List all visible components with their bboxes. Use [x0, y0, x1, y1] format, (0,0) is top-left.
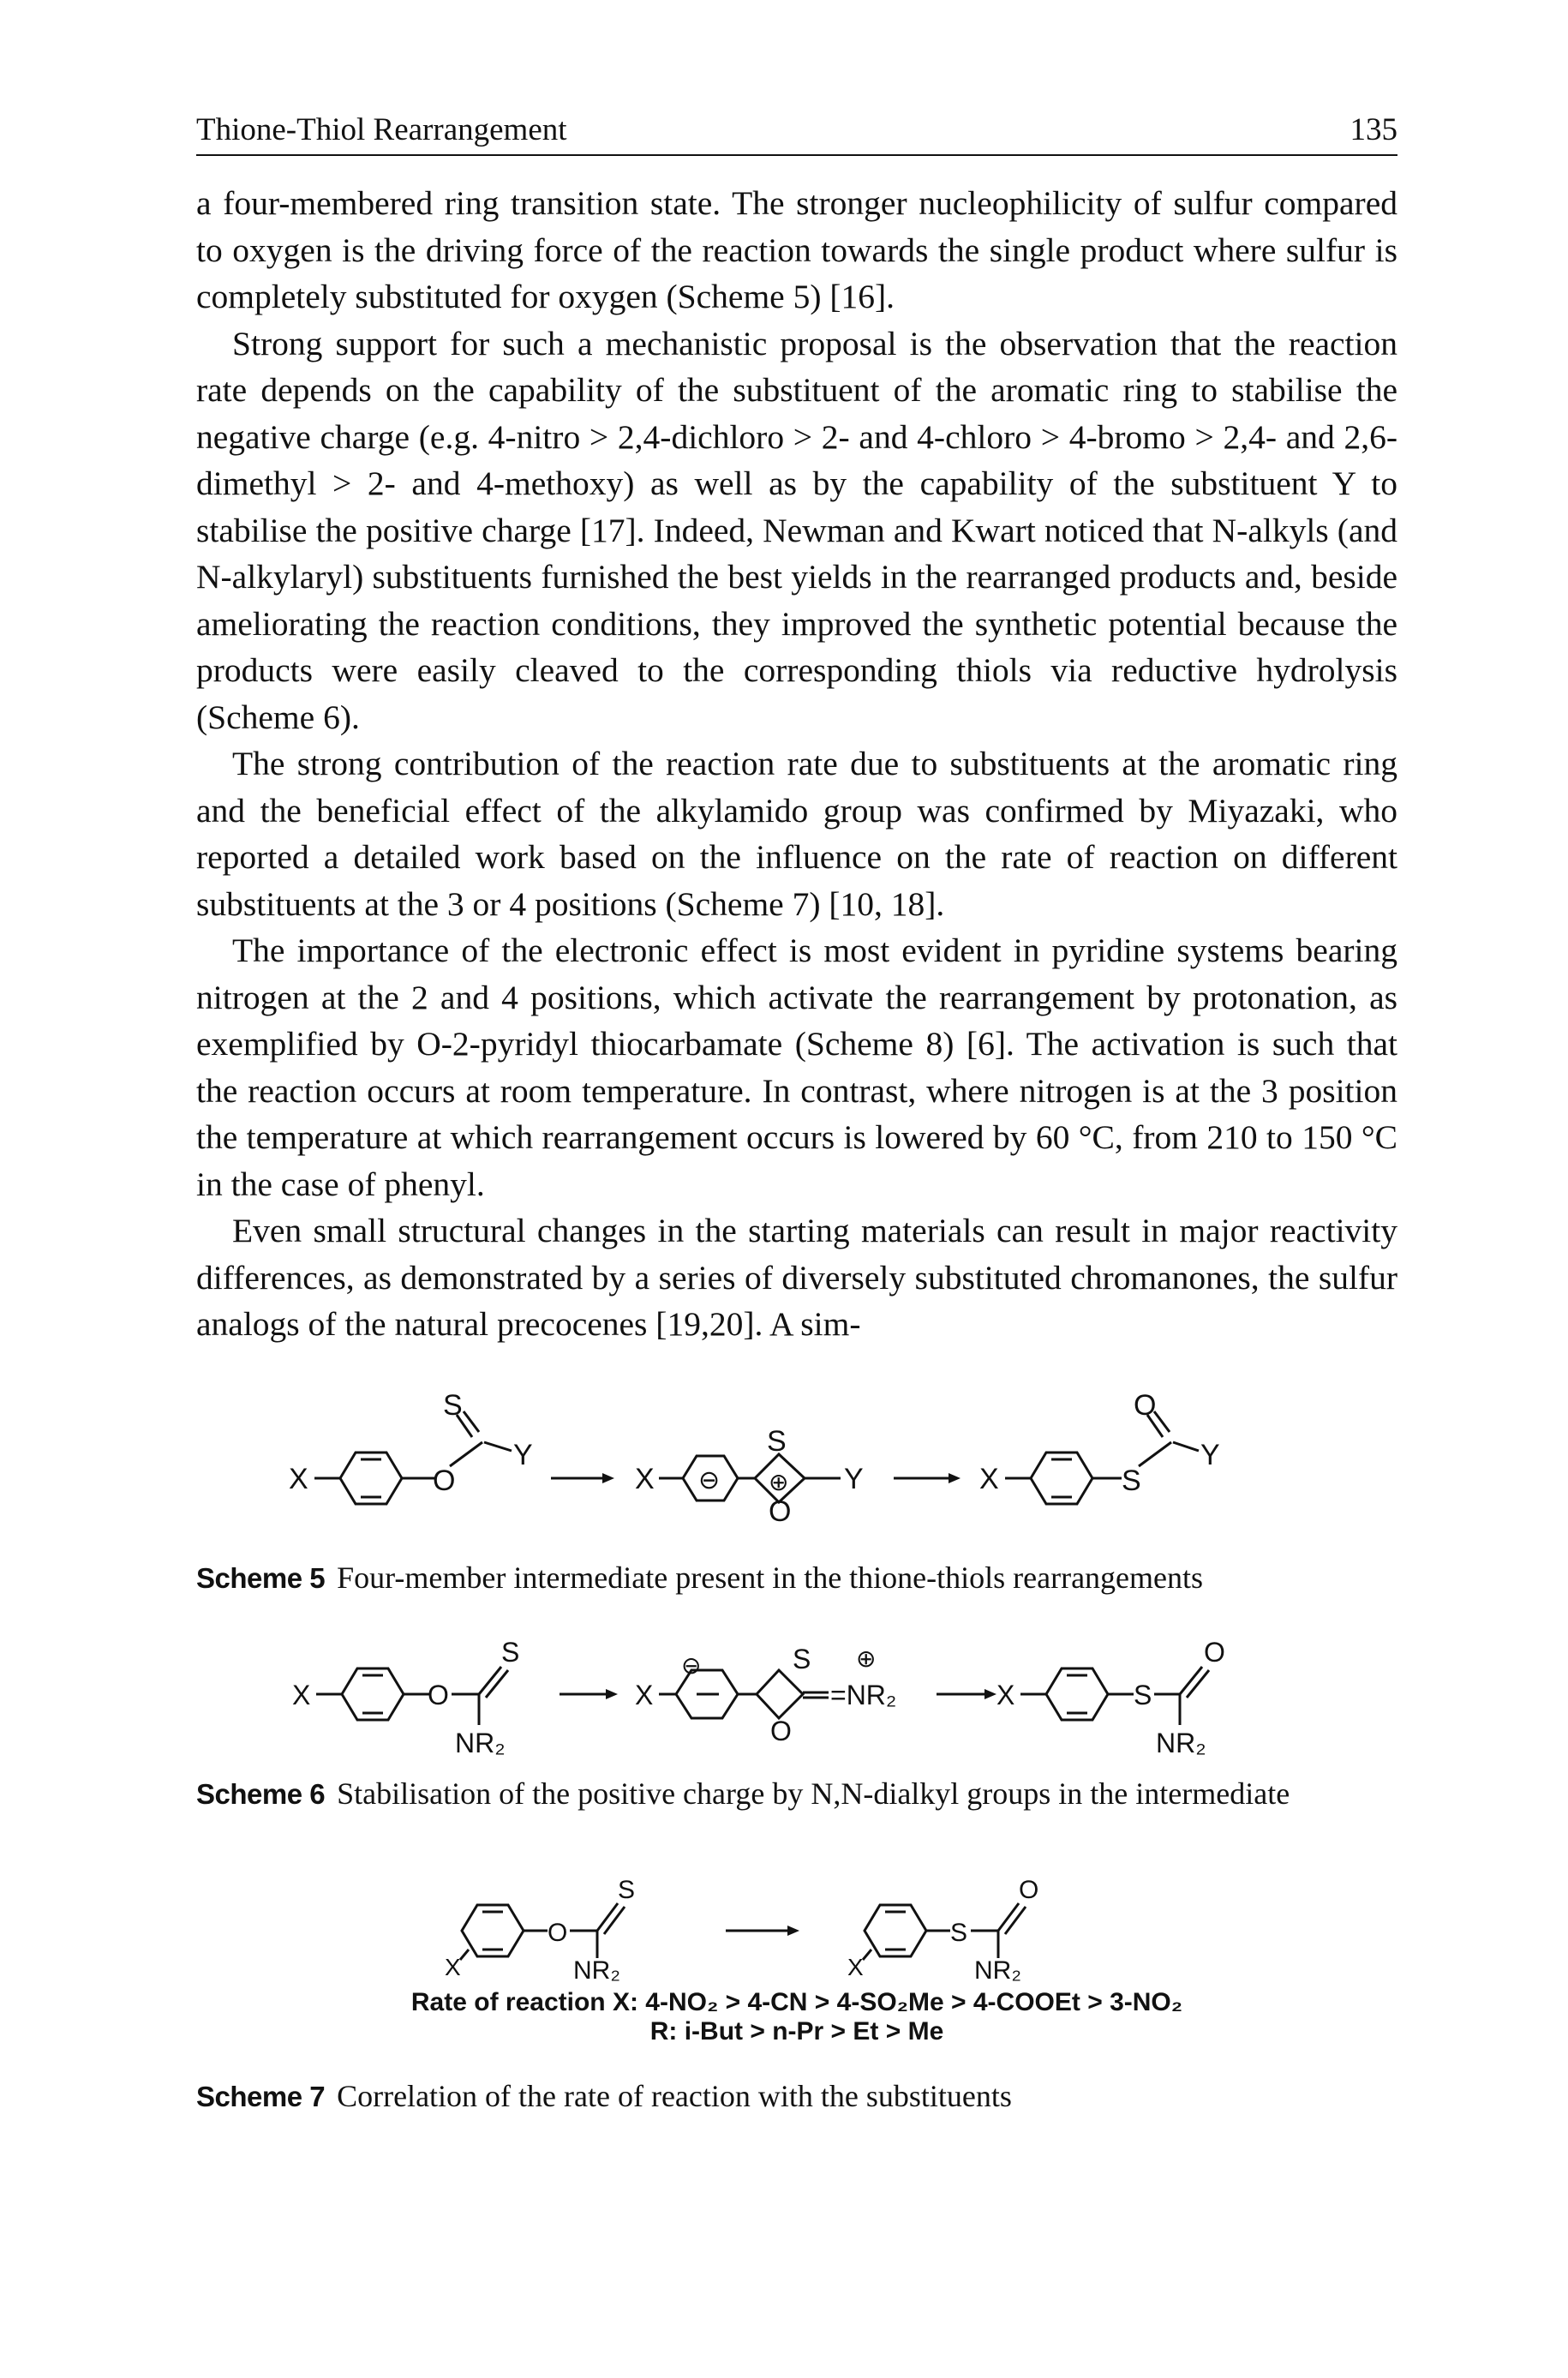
s5-y-product: Y	[1200, 1439, 1220, 1471]
running-header: Thione-Thiol Rearrangement 135	[196, 106, 1397, 156]
scheme-5-caption-text: Four-member intermediate present in the …	[337, 1560, 1204, 1595]
paragraph-5: Even small structural changes in the sta…	[196, 1212, 1397, 1343]
s5-s-intermediate: S	[767, 1425, 787, 1458]
s5-y-reactant: Y	[513, 1439, 533, 1471]
s6-nr2-reactant: NR₂	[455, 1728, 506, 1758]
s6-o-product: O	[1204, 1637, 1225, 1668]
page-number: 135	[1350, 112, 1398, 147]
s7-x-product: X	[847, 1954, 864, 1980]
s7-nr2-product: NR₂	[974, 1956, 1021, 1984]
scheme-7-figure: X O S NR₂ X S O NR₂	[196, 1872, 1397, 1984]
paragraph-3: The strong contribution of the reaction …	[196, 745, 1397, 923]
s5-s-product: S	[1122, 1465, 1141, 1497]
scheme-5-figure: X O S Y X ⊖ S ⊕ O Y X S O Y	[196, 1384, 1397, 1555]
paragraph-4: The importance of the electronic effect …	[196, 931, 1397, 1203]
s6-o-reactant: O	[428, 1680, 449, 1710]
r-substituent-line: R: i-But > n-Pr > Et > Me	[649, 2017, 944, 2046]
scheme-6-figure: X O S NR₂ X ⊖ S O ⊕ =NR₂ X S O NR₂	[196, 1632, 1397, 1778]
s5-o-product: O	[1134, 1389, 1156, 1422]
scheme-5-caption: Scheme 5 Four-member intermediate present…	[196, 1560, 1397, 1596]
scheme-5-label: Scheme 5	[196, 1562, 326, 1594]
s7-s-product: S	[950, 1919, 967, 1947]
scheme-6-caption: Scheme 6 Stabilisation of the positive ch…	[196, 1776, 1397, 1812]
s5-o-intermediate: O	[769, 1495, 791, 1528]
scheme-5-svg: X O S Y X ⊖ S ⊕ O Y X S O Y	[289, 1389, 1220, 1528]
paragraph-2: Strong support for such a mechanistic pr…	[196, 324, 1397, 736]
scheme-7-svg: X O S NR₂ X S O NR₂	[445, 1876, 1038, 1984]
s5-x-intermediate: X	[635, 1463, 655, 1495]
s6-x-reactant: X	[292, 1680, 310, 1710]
body-text: a four-membered ring transition state. T…	[196, 180, 1397, 1348]
s6-s-product: S	[1134, 1680, 1152, 1710]
scheme-7-label: Scheme 7	[196, 2081, 326, 2112]
s5-x-reactant: X	[289, 1463, 308, 1495]
s6-s-intermediate: S	[793, 1644, 811, 1674]
s7-o-product: O	[1019, 1876, 1038, 1904]
s5-y-intermediate: Y	[844, 1463, 864, 1495]
scheme-7-rate-lines: Rate of reaction X: 4-NO₂ > 4-CN > 4-SO₂…	[196, 1988, 1397, 2046]
s6-minus-charge: ⊖	[681, 1652, 701, 1679]
running-title: Thione-Thiol Rearrangement	[196, 112, 567, 147]
s6-o-intermediate: O	[770, 1716, 792, 1746]
s6-s-reactant: S	[501, 1637, 519, 1668]
s5-x-product: X	[979, 1463, 999, 1495]
paragraph-1: a four-membered ring transition state. T…	[196, 184, 1397, 315]
scheme-7-caption: Scheme 7 Correlation of the rate of react…	[196, 2078, 1397, 2114]
scheme-6-label: Scheme 6	[196, 1778, 326, 1810]
s7-x-reactant: X	[445, 1954, 461, 1980]
s7-nr2-reactant: NR₂	[573, 1956, 620, 1984]
scheme-6-caption-text: Stabilisation of the positive charge by …	[337, 1776, 1290, 1811]
s5-minus-charge: ⊖	[698, 1466, 720, 1494]
s6-x-product: X	[996, 1680, 1014, 1710]
s6-nr2-product: NR₂	[1156, 1728, 1206, 1758]
rate-of-reaction-line: Rate of reaction X: 4-NO₂ > 4-CN > 4-SO₂…	[410, 1988, 1183, 2016]
s7-s-reactant: S	[618, 1876, 635, 1904]
s6-plus-charge: ⊕	[856, 1645, 876, 1672]
s5-plus-charge: ⊕	[769, 1469, 788, 1495]
s5-s-reactant: S	[443, 1389, 463, 1422]
s6-eq-nr2-intermediate: =NR₂	[830, 1680, 896, 1710]
s6-x-intermediate: X	[635, 1680, 653, 1710]
s5-o-reactant: O	[433, 1465, 455, 1497]
scheme-6-svg: X O S NR₂ X ⊖ S O ⊕ =NR₂ X S O NR₂	[292, 1637, 1225, 1758]
s7-o-reactant: O	[548, 1919, 567, 1947]
scheme-7-caption-text: Correlation of the rate of reaction with…	[337, 2079, 1012, 2113]
